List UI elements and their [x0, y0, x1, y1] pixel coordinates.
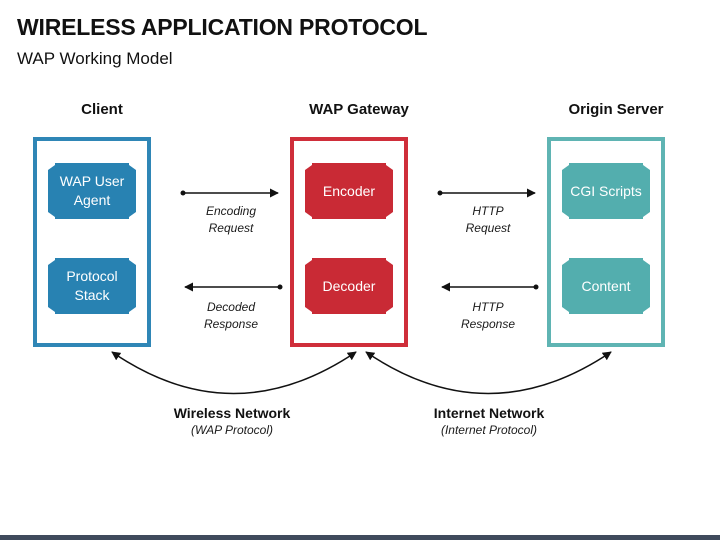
origin-panel: CGI Scripts Content — [547, 137, 665, 347]
wireless-network-title: Wireless Network — [173, 405, 291, 421]
wireless-network-protocol: (WAP Protocol) — [190, 423, 274, 437]
page-subtitle: WAP Working Model — [17, 49, 173, 68]
content-text: Content — [581, 277, 631, 294]
http-request-line1: HTTP — [472, 204, 504, 218]
cgi-scripts-text: CGI Scripts — [570, 182, 642, 199]
internet-network-title: Internet Network — [433, 405, 545, 421]
origin-label: Origin Server — [568, 101, 664, 118]
internet-network-curve — [365, 351, 612, 395]
encoder-box: Encoder — [305, 163, 393, 219]
http-response-line2: Response — [460, 317, 516, 331]
encoder-text: Encoder — [322, 182, 376, 199]
decoded-response-line2: Response — [203, 317, 259, 331]
http-request-arrow — [437, 188, 536, 198]
footer-bar — [0, 535, 720, 540]
client-label: Client — [81, 101, 123, 118]
http-request-line2: Request — [465, 221, 511, 235]
decoded-response-arrow — [184, 282, 283, 292]
http-response-label: HTTP Response — [433, 299, 543, 333]
http-response-line1: HTTP — [472, 300, 504, 314]
content-box: Content — [562, 258, 650, 314]
decoder-box: Decoder — [305, 258, 393, 314]
decoder-text: Decoder — [322, 277, 376, 294]
gateway-panel: Encoder Decoder — [290, 137, 408, 347]
encoding-request-arrow — [180, 188, 279, 198]
encoding-request-line2: Request — [208, 221, 254, 235]
wireless-network-label: Wireless Network (WAP Protocol) — [142, 405, 322, 437]
decoded-response-line1: Decoded — [206, 300, 256, 314]
encoding-request-line1: Encoding — [205, 204, 257, 218]
wireless-network-curve — [111, 351, 357, 395]
page-title: WIRELESS APPLICATION PROTOCOL — [17, 14, 428, 40]
gateway-label: WAP Gateway — [309, 101, 409, 118]
cgi-scripts-box: CGI Scripts — [562, 163, 650, 219]
http-response-arrow — [441, 282, 539, 292]
internet-network-label: Internet Network (Internet Protocol) — [399, 405, 579, 437]
encoding-request-label: Encoding Request — [176, 203, 286, 237]
decoded-response-label: Decoded Response — [176, 299, 286, 333]
http-request-label: HTTP Request — [433, 203, 543, 237]
internet-network-protocol: (Internet Protocol) — [440, 423, 538, 437]
